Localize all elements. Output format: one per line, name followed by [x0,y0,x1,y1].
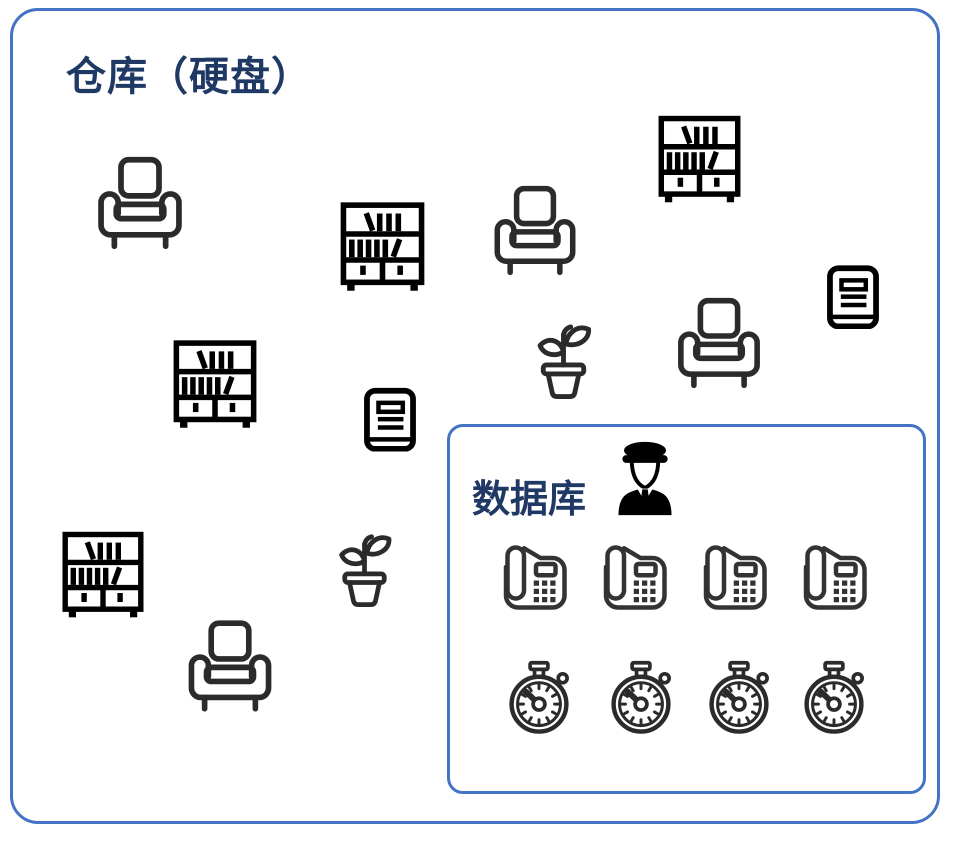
stopwatch-icon [702,651,776,744]
armchair-icon [183,618,277,713]
book-icon [821,258,885,336]
database-title: 数据库 [472,479,587,521]
stopwatch-icon [797,651,871,744]
plant-icon [523,305,604,412]
bookshelf-icon [336,200,429,294]
bookshelf-icon [58,528,148,622]
armchair-icon [671,296,767,389]
stopwatch-icon [604,651,678,744]
telephone-icon [497,537,572,621]
stopwatch-icon [502,651,576,744]
armchair-icon [487,184,583,276]
telephone-icon [597,537,672,621]
telephone-icon [697,537,772,621]
book-icon [358,380,422,459]
database-box [447,424,926,794]
bookshelf-icon [169,338,261,431]
armchair-icon [92,155,188,250]
telephone-icon [797,537,872,621]
warehouse-title: 仓库（硬盘） [66,55,312,99]
warehouse-box [10,8,940,824]
bookshelf-icon [654,113,745,206]
security-guard-icon [606,430,684,527]
plant-icon [325,517,404,618]
